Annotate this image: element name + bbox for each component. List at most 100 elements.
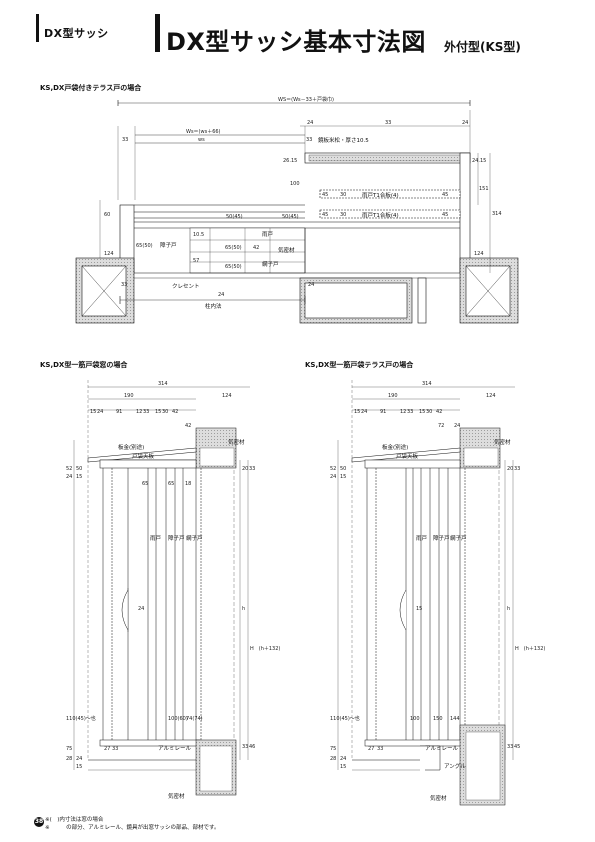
bl-kimitsu1-label: 気密材 [228, 438, 245, 446]
page-number: 38 [34, 817, 44, 827]
dim-60: 60 [104, 212, 110, 218]
br-d124: 124 [486, 393, 496, 399]
bl-row-4: 33 [143, 409, 149, 415]
brand-label: DX型サッシ [44, 27, 109, 40]
header-bar-title [155, 14, 160, 52]
bl-kimitsu2-label: 気密材 [168, 792, 185, 800]
bl-d110: 110(45)～也 [66, 715, 96, 722]
dim-24b: 24 [462, 120, 468, 126]
bl-bright-0: 33 [242, 744, 248, 750]
br-tobukuro-label: 戸袋天板 [396, 452, 419, 460]
br-bottom-0: 75 [330, 746, 336, 752]
bl-H: H (h＋132) [250, 646, 280, 652]
bl-bottom-1: 28 [66, 756, 72, 762]
br-H: H (h＋132) [515, 646, 545, 652]
dim-45d: 45 [442, 212, 448, 218]
bl-row-2: 91 [116, 409, 122, 415]
dim-2615: 26.15 [283, 158, 297, 164]
bl-d74: 74(74) [186, 716, 203, 722]
br-left-3: 15 [340, 474, 346, 480]
footer-note-1: ※( )内寸法は窓の場合 [45, 817, 104, 823]
dim-65a: 65(50) [136, 243, 153, 249]
bl-row-5: 15 [155, 409, 161, 415]
dim-45a: 45 [322, 192, 328, 198]
footer-note-2: ※ の部分、アルミレール、鏡具が出窓サッシの部品、部材です。 [45, 825, 220, 831]
bl-d65b: 65 [168, 481, 174, 487]
dim-42: 42 [253, 245, 259, 251]
br-shoji-label: 障子戸 [433, 534, 450, 542]
br-row-4: 33 [407, 409, 413, 415]
page-subtitle: 外付型(KS型) [444, 40, 521, 54]
dim-57: 57 [193, 258, 199, 264]
bl-h: h [242, 606, 245, 612]
br-d150: 150 [433, 716, 443, 722]
dim-50a: 50(45) [226, 214, 243, 220]
dim-30b: 30 [340, 212, 346, 218]
br-d190: 190 [388, 393, 398, 399]
bl-row-1: 24 [97, 409, 103, 415]
dim-45c: 45 [322, 212, 328, 218]
kimitsu-label: 気密材 [278, 246, 295, 254]
br-bottom-3: 15 [340, 764, 346, 770]
br-left-1: 24 [330, 474, 336, 480]
br-bright-0: 33 [507, 744, 513, 750]
br-right-0: 20 [507, 466, 513, 472]
dim-30a: 30 [340, 192, 346, 198]
dim-151: 151 [479, 186, 489, 192]
br-row-5: 15 [419, 409, 425, 415]
bl-left-3: 15 [76, 474, 82, 480]
dim-124a: 124 [104, 251, 114, 257]
bl-d314: 314 [158, 381, 168, 387]
dim-24a: 24 [307, 120, 313, 126]
bl-d27: 27 [104, 746, 110, 752]
amado1-label: 雨戸T1合板(4) [362, 191, 399, 199]
bl-bottom-2: 24 [76, 756, 82, 762]
br-row-3: 12 [400, 409, 406, 415]
bl-d42: 42 [185, 423, 191, 429]
bottom-right-section-drawing [337, 380, 515, 806]
section-top-label: KS,DX戸袋付きテラス戸の場合 [40, 84, 142, 92]
br-bottom-1: 28 [330, 756, 336, 762]
bl-tobukuro-label: 戸袋天板 [132, 452, 155, 460]
shoji-label: 障子戸 [160, 241, 177, 249]
dim-1015: 10.5 [193, 232, 204, 238]
br-kimitsu2-label: 気密材 [430, 794, 447, 802]
br-h: h [507, 606, 510, 612]
page-title: DX型サッシ基本寸法図 [166, 28, 426, 56]
br-angle-label: アングル [444, 762, 466, 770]
bl-amado-label: 雨戸 [150, 535, 162, 542]
ws-inner-dim: Ws＝(ws＋66) [186, 129, 221, 135]
bl-bottom-3: 15 [76, 764, 82, 770]
bl-left-1: 24 [66, 474, 72, 480]
bl-d190: 190 [124, 393, 134, 399]
bl-row-7: 42 [172, 409, 178, 415]
dim-65b: 65(50) [225, 245, 242, 251]
bl-alumi-label: アルミレール [158, 745, 191, 752]
bl-amimado-label: 網子戸 [186, 534, 203, 542]
br-bright-1: 45 [514, 744, 520, 750]
br-d15: 15 [416, 606, 422, 612]
dim-45b: 45 [442, 192, 448, 198]
bl-d100: 100(60) [168, 716, 188, 722]
dim-33b: 33 [385, 120, 391, 126]
bl-row-6: 30 [162, 409, 168, 415]
bl-bright-1: 46 [249, 744, 255, 750]
br-bottom-2: 24 [340, 756, 346, 762]
br-right-1: 33 [514, 466, 520, 472]
br-d24: 24 [454, 423, 460, 429]
br-d100: 100 [410, 716, 420, 722]
dim-50b: 50(45) [282, 214, 299, 220]
amado2-label: 雨戸T1合板(4) [362, 211, 399, 219]
bl-shoji-label: 障子戸 [168, 534, 185, 542]
top-plan-drawing [75, 100, 519, 324]
bl-right-0: 20 [242, 466, 248, 472]
br-row-2: 91 [380, 409, 386, 415]
ws-total-dim: WS＝(Ws－33＋戸袋巾) [278, 96, 334, 103]
dim-65c: 65(50) [225, 264, 242, 270]
br-d72: 72 [438, 423, 444, 429]
header-bar-left [36, 14, 39, 42]
crescent-label: クレセント [172, 283, 200, 290]
bl-left-2: 50 [76, 466, 82, 472]
br-d144: 144 [450, 716, 460, 722]
